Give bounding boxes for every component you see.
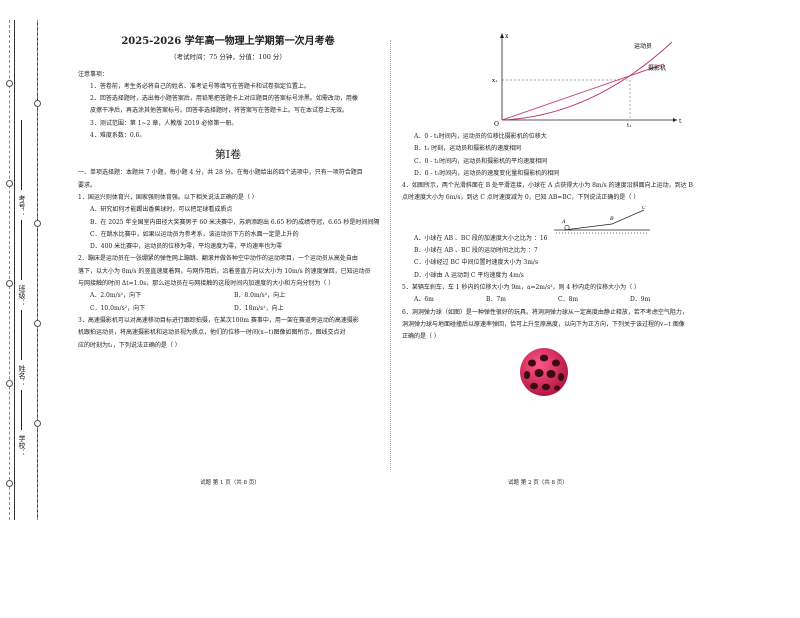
question-1-stem: 1．国运兴则体育兴，国家强则体育强。以下相关说法正确的是（ ） xyxy=(78,193,258,201)
question-1-option: B．在 2025 年全国室内田径大奖赛男子 60 米决赛中，苏炳添跑出 6.65… xyxy=(90,218,380,226)
xt-graph: t x O x₁ t₁ 运动员 摄影机 xyxy=(492,33,682,128)
question-3-stem: 机跟拍运动员，将高速摄影机和运动员视为质点，他们的位移一时间(x−t)图像如图所… xyxy=(78,329,346,337)
page-two: t x O x₁ t₁ 运动员 摄影机 A．0 - t₁时间内，运动员的位移比摄… xyxy=(402,28,702,399)
t1-label: t₁ xyxy=(627,123,631,128)
exam-no-fill-line xyxy=(21,120,22,190)
label-class: 班级： xyxy=(18,285,26,306)
binding-hole-marker xyxy=(34,320,41,327)
ball-holes xyxy=(523,355,564,391)
label-name: 姓名： xyxy=(18,365,26,386)
name-fill-line xyxy=(21,310,22,360)
question-3-option: A．0 - t₁时间内，运动员的位移比摄影机的位移大 xyxy=(414,133,547,140)
question-5-options-row: A．6m B．7m C．8m D．9m xyxy=(402,295,702,304)
slope-figure: A B C xyxy=(554,206,650,234)
runner-curve-label: 运动员 xyxy=(634,42,652,50)
notes-heading: 注意事项： xyxy=(78,70,109,78)
question-5-option: D．9m xyxy=(630,296,651,304)
slope-incline xyxy=(563,209,645,231)
question-4-option: C．小球经过 BC 中间位置时速度大小为 3m/s xyxy=(414,259,539,267)
question-6-stem: 正确的是（ ） xyxy=(402,333,440,341)
question-6-stem: 6．洞洞弹力球（如图）是一种弹性很好的玩具。将洞洞弹力球从一定高度由静止释放，若… xyxy=(402,308,688,316)
note-item: 4．难度系数：0.6。 xyxy=(90,132,146,140)
inner-cut-line xyxy=(37,20,39,520)
question-4-stem: 4．如图所示，两个光滑斜面在 B 处平滑连接，小球在 A 点获得大小为 8m/s… xyxy=(402,182,693,190)
outer-cut-line xyxy=(9,20,18,520)
exam-title: 2025-2026 学年高一物理上学期第一次月考卷 xyxy=(121,36,335,47)
binding-hole-marker xyxy=(6,380,13,387)
bouncy-ball-photo xyxy=(520,348,568,397)
question-4-option: A．小球在 AB 、BC 段的加速度大小之比为 ：16 xyxy=(414,234,548,242)
question-2-option: C．10.0m/s²，向下 xyxy=(90,304,146,312)
question-2-options-row: C．10.0m/s²，向下 D．18m/s²，向上 xyxy=(78,304,378,313)
question-2-stem: 与网接触的时间 Δt=1.0s，那么运动员在与网接触的这段时间内加速度的大小和方… xyxy=(78,280,335,288)
question-2-option: D．18m/s²，向上 xyxy=(234,304,284,312)
question-4-stem: 点时速度大小为 6m/s，到达 C 点时速度减为 0，已知 AB=BC，下列说法… xyxy=(402,194,640,202)
page-divider xyxy=(390,40,391,470)
question-1-option: C．在跳水比赛中，如果以运动员为参考系，该运动员下方的水面一定是上升的 xyxy=(90,230,299,238)
section-heading: 第Ⅰ卷 xyxy=(214,148,242,162)
question-3-option: C．0 - t₁时间内，运动员和摄影机的平均速度相同 xyxy=(414,157,548,165)
label-school: 学校： xyxy=(18,435,26,456)
question-6-stem: 洞洞弹力球与地面碰撞后以原速率弹回，恰可上升至原高度，以向下为正方向，下列关于该… xyxy=(402,320,685,328)
section-intro: 一、单项选择题：本题共 7 小题，每小题 4 分，共 28 分。在每小题给出的四… xyxy=(78,169,363,177)
question-5-option: C．8m xyxy=(558,296,579,304)
section-intro: 要求。 xyxy=(78,181,97,189)
page-one: 2025-2026 学年高一物理上学期第一次月考卷 （考试时间：75 分钟，分值… xyxy=(78,34,380,353)
question-1-option: A．研究如何才能踢出香蕉球时，可以把足球看成质点 xyxy=(90,206,233,214)
binding-hole-marker xyxy=(6,480,13,487)
exam-subtitle: （考试时间：75 分钟，分值：100 分） xyxy=(170,52,286,61)
x-axis-label: x xyxy=(505,33,509,40)
question-2-stem: 落下，以大小为 8m/s 的竖直速度着网，与网作用后，沿着竖直方向以大小为 10… xyxy=(78,267,371,275)
binding-margin: 考号： 班级： 姓名： 学校： xyxy=(0,20,52,520)
camera-line-label: 摄影机 xyxy=(648,64,666,72)
question-2-stem: 2．蹦床是运动员在一张绷紧的弹性网上蹦跳、翻滚并做各种空中动作的运动项目，一个运… xyxy=(78,255,358,263)
question-1-option: D．400 米比赛中，运动员的位移为零，平均速度为零，平均速率也为零 xyxy=(90,243,283,251)
question-2-option: A．2.0m/s²，向下 xyxy=(90,292,142,300)
binding-hole-marker xyxy=(34,100,41,107)
point-c-label: C xyxy=(642,206,646,211)
question-4-option: D．小球由 A 运动到 C 平均速度为 4m/s xyxy=(414,271,524,279)
runner-curve xyxy=(501,41,673,121)
note-item: 1．答卷前，考生务必将自己的姓名、准考证号等填写在答题卡和试卷指定位置上。 xyxy=(90,82,310,90)
note-item: 2．回答选择题时，选出每小题答案后，用铅笔把答题卡上对应题目的答案标号涂黑。如需… xyxy=(90,95,358,103)
question-3-option: B．t₁ 时刻，运动员和摄影机的速度相同 xyxy=(414,145,522,153)
x1-label: x₁ xyxy=(492,78,497,84)
question-4-option: B．小球在 AB 、BC 段的运动时间之比为 ：7 xyxy=(414,247,538,255)
page-one-footer: 试题 第 1 页（共 8 页） xyxy=(200,480,260,486)
note-item: 皮擦干净后，再选涂其他答案标号。回答非选择题时，将答案写在答题卡上。写在本试卷上… xyxy=(90,107,349,115)
class-fill-line xyxy=(21,220,22,280)
binding-hole-marker xyxy=(6,280,13,287)
label-exam-no: 考号： xyxy=(18,195,26,216)
question-3-stem: 3．高速摄影机可以对高速移动目标进行跟踪拍摄，在某次100m 赛事中，用一架在赛… xyxy=(78,316,359,324)
page-two-footer: 试题 第 2 页（共 8 页） xyxy=(508,480,568,486)
question-3-stem: 应的时刻为t₁，下列说法正确的是（ ） xyxy=(78,341,181,349)
question-3-option: D．0 - t₁时间内，运动员的速度变化量和摄影机的相同 xyxy=(414,169,560,177)
t-axis-label: t xyxy=(679,118,682,125)
point-b-label: B xyxy=(609,216,614,222)
question-5-option: A．6m xyxy=(414,296,434,304)
question-5-stem: 5．某辆车刹车，车 1 秒内的位移大小为 9m，a=2m/s²，则 4 秒内走的… xyxy=(402,283,641,291)
question-2-options-row: A．2.0m/s²，向下 B．8.0m/s²，向上 xyxy=(78,291,378,300)
origin-label: O xyxy=(494,121,499,128)
binding-hole-marker xyxy=(6,80,13,87)
binding-hole-marker xyxy=(34,220,41,227)
school-fill-line xyxy=(21,390,22,430)
x-axis-arrow xyxy=(500,33,504,38)
ball-icon xyxy=(564,224,570,230)
binding-hole-marker xyxy=(6,180,13,187)
point-a-label: A xyxy=(561,219,566,225)
question-5-option: B．7m xyxy=(486,296,506,304)
note-item: 3．测试范围：第 1~2 章，人教版 2019 必修第一册。 xyxy=(90,119,238,127)
question-2-option: B．8.0m/s²，向上 xyxy=(234,292,286,300)
t-axis-arrow xyxy=(673,118,677,122)
binding-hole-marker xyxy=(34,420,41,427)
camera-line xyxy=(501,63,665,121)
